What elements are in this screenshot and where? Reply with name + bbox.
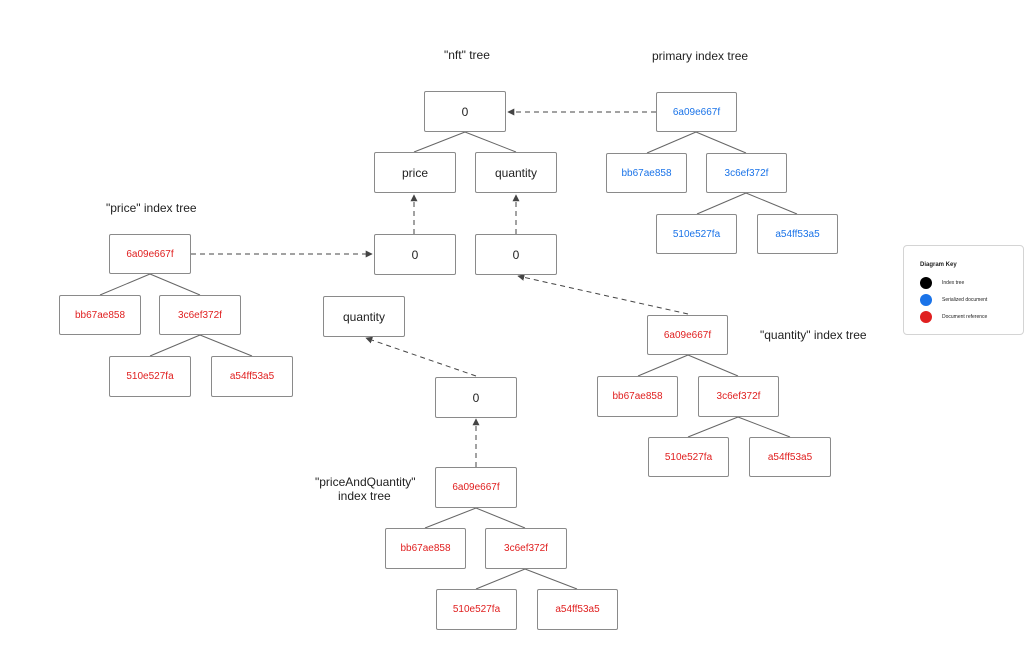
- edge: [745, 192, 798, 215]
- pq-index-right-left-node: 510e527fa: [436, 589, 517, 630]
- primary-left-node: bb67ae858: [606, 153, 687, 193]
- reference-arrow: [365, 336, 477, 377]
- edge: [687, 354, 739, 377]
- edge: [99, 273, 151, 296]
- key-item-serialized-document: Serialized document: [920, 294, 987, 306]
- key-item-label: Serialized document: [942, 297, 988, 303]
- diagram-key: Diagram Key Index tree Serialized docume…: [903, 245, 1024, 335]
- pq-index-right-right-node: a54ff53a5: [537, 589, 618, 630]
- primary-right-right-node: a54ff53a5: [757, 214, 838, 254]
- primary-right-left-node: 510e527fa: [656, 214, 737, 254]
- edge: [524, 568, 578, 590]
- price-index-root-node: 6a09e667f: [109, 234, 191, 274]
- quantity-index-root-node: 6a09e667f: [647, 315, 728, 355]
- quantity-index-tree-title: "quantity" index tree: [760, 328, 867, 342]
- edge: [149, 334, 201, 357]
- edge: [199, 334, 253, 357]
- pq-index-right-node: 3c6ef372f: [485, 528, 567, 569]
- nft-tree-title: "nft" tree: [444, 48, 490, 62]
- price-quantity-node: quantity: [323, 296, 405, 337]
- price-and-quantity-index-tree-subtitle: index tree: [338, 489, 391, 503]
- edge: [637, 354, 689, 377]
- blue-dot-icon: [920, 294, 932, 306]
- key-item-label: Index tree: [942, 280, 965, 286]
- nft-price-node: price: [374, 152, 456, 193]
- quantity-index-right-right-node: a54ff53a5: [749, 437, 831, 477]
- key-item-label: Document reference: [942, 314, 988, 320]
- edge: [464, 131, 517, 153]
- nft-root-node: 0: [424, 91, 506, 132]
- edge: [149, 273, 201, 296]
- quantity-index-left-node: bb67ae858: [597, 376, 678, 417]
- diagram-key-title: Diagram Key: [920, 262, 957, 268]
- edge: [413, 131, 466, 153]
- edge: [475, 507, 526, 529]
- price-index-right-right-node: a54ff53a5: [211, 356, 293, 397]
- edge: [695, 131, 747, 154]
- edge: [475, 568, 526, 590]
- edge: [424, 507, 477, 529]
- nft-quantity-node: quantity: [475, 152, 557, 193]
- primary-root-node: 6a09e667f: [656, 92, 737, 132]
- price-quantity-zero-node: 0: [435, 377, 517, 418]
- red-dot-icon: [920, 311, 932, 323]
- edge: [696, 192, 747, 215]
- key-item-document-reference: Document reference: [920, 311, 987, 323]
- price-zero-node: 0: [374, 234, 456, 275]
- quantity-index-right-left-node: 510e527fa: [648, 437, 729, 477]
- primary-right-node: 3c6ef372f: [706, 153, 787, 193]
- edge: [737, 416, 791, 438]
- edge: [687, 416, 739, 438]
- black-dot-icon: [920, 277, 932, 289]
- quantity-zero-node: 0: [475, 234, 557, 275]
- reference-arrow: [517, 273, 689, 315]
- key-item-index-tree: Index tree: [920, 277, 964, 289]
- price-index-right-node: 3c6ef372f: [159, 295, 241, 335]
- price-index-right-left-node: 510e527fa: [109, 356, 191, 397]
- price-index-left-node: bb67ae858: [59, 295, 141, 335]
- edge: [646, 131, 697, 154]
- price-and-quantity-index-tree-title: "priceAndQuantity": [315, 475, 416, 489]
- price-index-tree-title: "price" index tree: [106, 201, 197, 215]
- primary-index-tree-title: primary index tree: [652, 49, 749, 63]
- pq-index-left-node: bb67ae858: [385, 528, 466, 569]
- quantity-index-right-node: 3c6ef372f: [698, 376, 779, 417]
- pq-index-root-node: 6a09e667f: [435, 467, 517, 508]
